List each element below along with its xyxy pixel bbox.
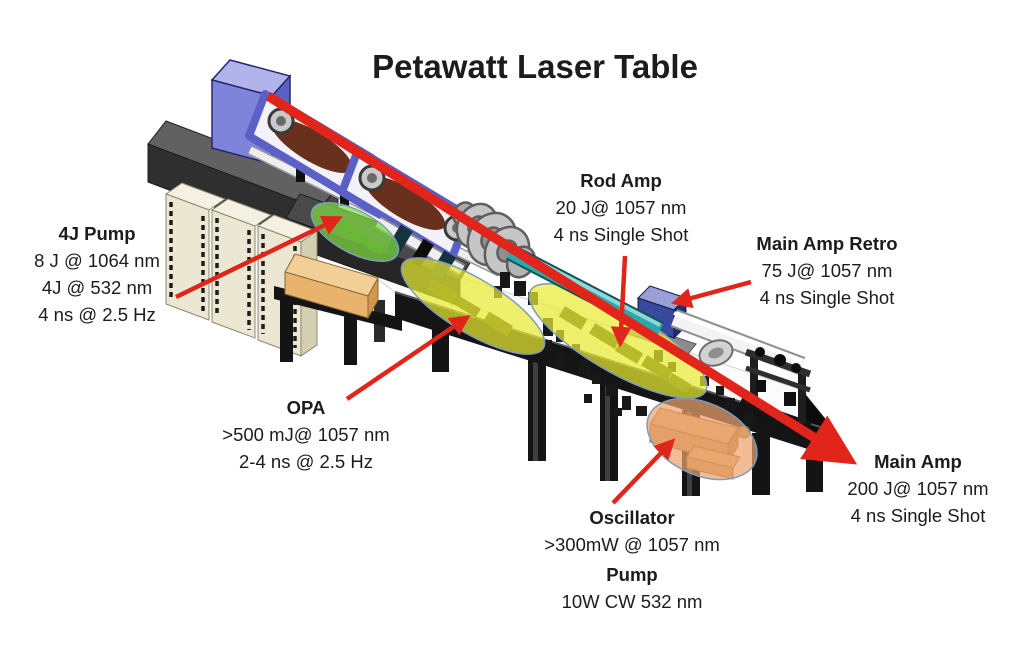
callout-arrows	[175, 216, 752, 505]
callout-rod-amp-line1: 20 J@ 1057 nm	[555, 197, 687, 218]
callout-pump: Pump 10W CW 532 nm	[562, 561, 703, 615]
callout-rod-amp-line2: 4 ns Single Shot	[553, 224, 689, 245]
callout-main-amp-line1: 200 J@ 1057 nm	[847, 478, 989, 499]
callout-opa-title: OPA	[286, 397, 326, 418]
callout-4j-pump-line1: 8 J @ 1064 nm	[34, 250, 160, 271]
callout-oscillator-line1: >300mW @ 1057 nm	[544, 534, 720, 555]
callout-pump-line1: 10W CW 532 nm	[561, 591, 703, 612]
callout-main-amp: Main Amp 200 J@ 1057 nm 4 ns Single Shot	[847, 448, 988, 529]
callout-oscillator: Oscillator >300mW @ 1057 nm	[544, 504, 720, 558]
callout-opa-line2: 2-4 ns @ 2.5 Hz	[239, 451, 373, 472]
arrow-main-amp-retro	[671, 279, 752, 309]
callout-rod-amp-title: Rod Amp	[580, 170, 662, 191]
callout-opa: OPA >500 mJ@ 1057 nm 2-4 ns @ 2.5 Hz	[222, 394, 389, 475]
arrow-rod-amp	[610, 255, 632, 348]
page-title: Petawatt Laser Table	[372, 48, 698, 85]
callout-pump-title: Pump	[606, 564, 658, 585]
callout-main-amp-title: Main Amp	[874, 451, 962, 472]
callout-4j-pump-title: 4J Pump	[58, 223, 136, 244]
lens-mount-disk	[698, 339, 734, 367]
callout-oscillator-title: Oscillator	[589, 507, 675, 528]
arrow-opa	[345, 315, 471, 401]
callout-4j-pump: 4J Pump 8 J @ 1064 nm 4J @ 532 nm 4 ns @…	[34, 220, 160, 328]
arrow-oscillator	[611, 438, 676, 505]
cabinet-2	[210, 198, 273, 339]
callout-main-amp-retro-title: Main Amp Retro	[756, 233, 898, 254]
orange-crate	[284, 253, 379, 320]
callout-main-amp-retro: Main Amp Retro 75 J@ 1057 nm 4 ns Single…	[756, 230, 897, 311]
callout-opa-line1: >500 mJ@ 1057 nm	[222, 424, 390, 445]
arrow-4j-pump	[175, 216, 343, 300]
beam-path-arrow	[265, 91, 858, 465]
callout-main-amp-retro-line2: 4 ns Single Shot	[759, 287, 895, 308]
callout-rod-amp: Rod Amp 20 J@ 1057 nm 4 ns Single Shot	[554, 167, 689, 248]
callout-4j-pump-line3: 4 ns @ 2.5 Hz	[38, 304, 156, 325]
callout-main-amp-retro-line1: 75 J@ 1057 nm	[761, 260, 893, 281]
callout-main-amp-line2: 4 ns Single Shot	[850, 505, 986, 526]
callout-4j-pump-line2: 4J @ 532 nm	[41, 277, 153, 298]
